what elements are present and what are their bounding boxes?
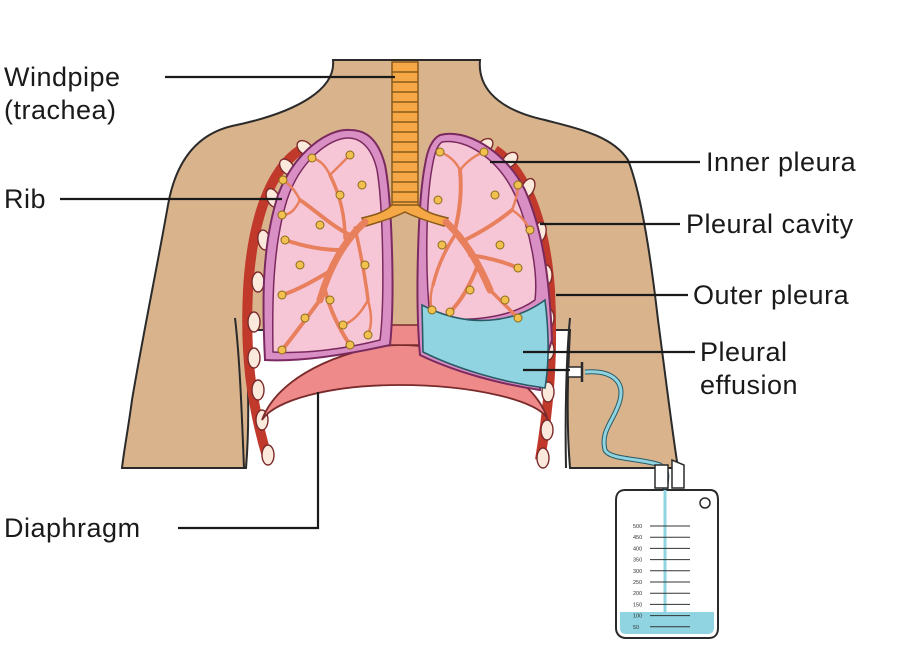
bag-body — [615, 489, 719, 639]
rib-cage-right — [492, 145, 557, 461]
bag-tick-label: 100 — [633, 614, 642, 620]
left-arm-crease — [234, 317, 245, 469]
bag-tick-label: 50 — [633, 625, 639, 631]
diaphragm-leader — [178, 392, 320, 530]
bag-tick-label: 400 — [633, 546, 642, 552]
left-lung — [271, 137, 384, 354]
bag-tick-label: 200 — [633, 591, 642, 597]
windpipe-label: Windpipe — [4, 62, 121, 92]
windpipe-label-sub: (trachea) — [4, 95, 117, 125]
pleural-effusion-label-sub: effusion — [700, 370, 798, 400]
rib-label: Rib — [4, 184, 46, 214]
outer-pleura-label: Outer pleura — [693, 280, 850, 310]
pleural-cavity-label: Pleural cavity — [686, 209, 854, 239]
rib-cage-left — [242, 145, 303, 462]
right-arm-crease — [564, 317, 571, 469]
bag-scale: 500 450 400 350 300 250 200 150 100 50 — [633, 524, 690, 631]
alveoli — [277, 147, 535, 355]
diaphragm-label: Diaphragm — [4, 513, 141, 543]
leader-lines — [60, 75, 700, 530]
bag-tick-label: 150 — [633, 602, 642, 608]
bag-fluid — [620, 612, 714, 634]
drainage-bag: 500 450 400 350 300 250 200 150 100 50 — [615, 458, 719, 639]
bag-tick-label: 450 — [633, 535, 642, 541]
bag-tick-label: 300 — [633, 569, 642, 575]
bag-tick-label: 250 — [633, 580, 642, 586]
trachea — [360, 61, 450, 227]
bag-tick-label: 350 — [633, 558, 642, 564]
inner-pleura-label: Inner pleura — [706, 147, 857, 177]
pleural-effusion-label: Pleural — [700, 337, 788, 367]
bag-tick-label: 500 — [633, 524, 642, 530]
